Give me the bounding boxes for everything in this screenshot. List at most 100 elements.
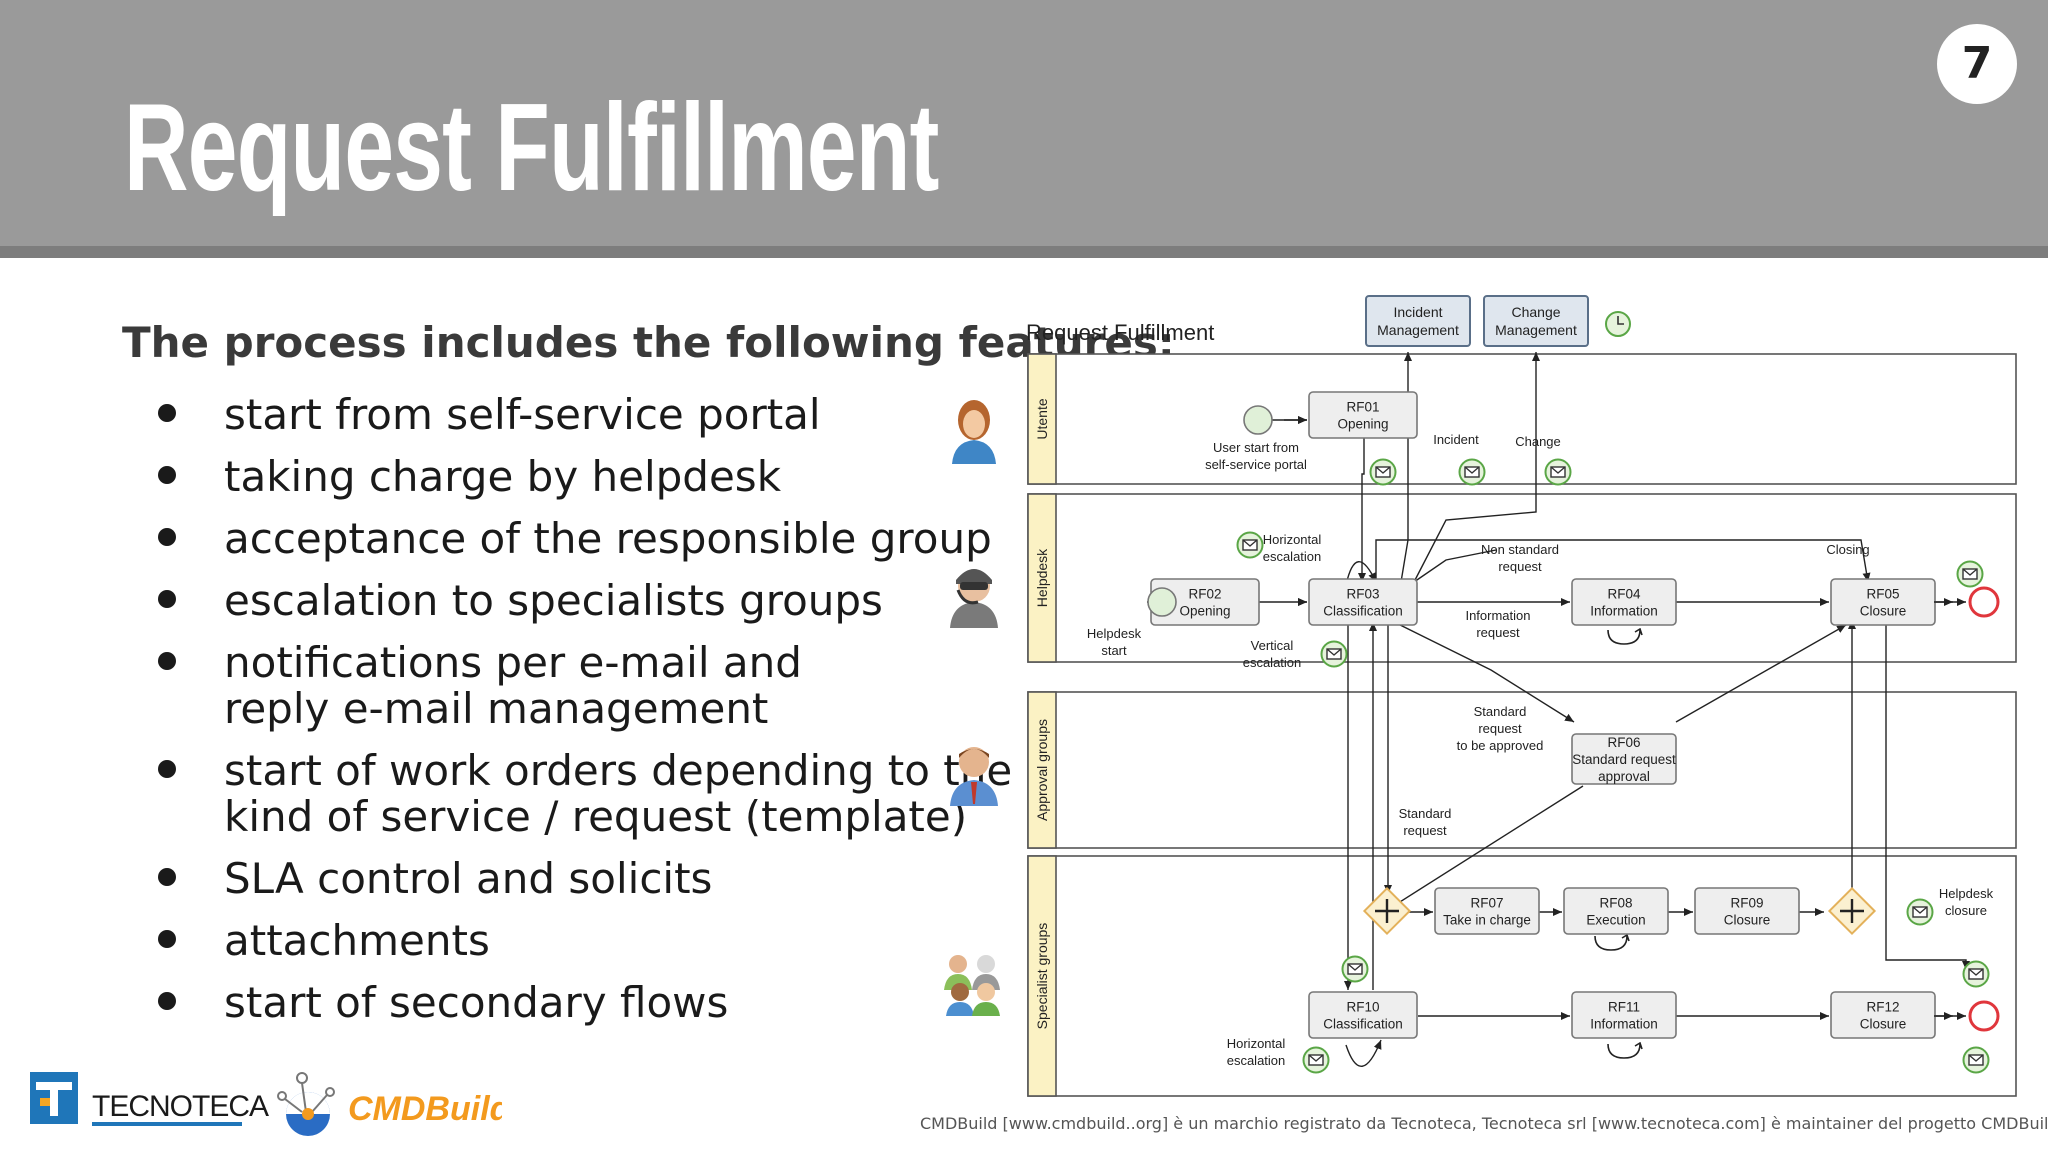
cmdbuild-logo: CMDBuild [277, 1072, 502, 1136]
feature-text: kind of service / request (template) [224, 792, 968, 841]
feature-item: start from self-service portal [150, 392, 1104, 438]
title-bar-rule [0, 246, 2048, 258]
rf05-mail-icon [1956, 560, 1984, 588]
tecnoteca-wordmark: TECNOTECA [92, 1090, 269, 1123]
rf12-in-mail-icon [1962, 960, 1990, 988]
feature-item: taking charge by helpdesk [150, 454, 1104, 500]
rf12-end-event [1968, 1000, 2000, 1032]
rf10-mail-icon [1341, 955, 1369, 983]
rf01-mail-icon [1369, 458, 1397, 486]
label-incident: Incident [1433, 432, 1479, 447]
swimlane-label: Specialist groups [1034, 923, 1050, 1030]
feature-item: acceptance of the responsible group [150, 516, 1104, 562]
title-bar [0, 0, 2048, 246]
bullet-icon [158, 590, 176, 608]
swimlane-header [1027, 691, 1057, 849]
feature-text: attachments [224, 916, 490, 965]
helpdesk-start-event [1147, 587, 1177, 617]
feature-text: escalation to specialists groups [224, 576, 883, 625]
label-closing: Closing [1826, 542, 1869, 557]
gateways [1362, 886, 1877, 936]
helpdesk-closure-mail-icon [1906, 898, 1934, 926]
bullet-icon [158, 992, 176, 1010]
label-change: Change [1515, 434, 1561, 449]
change-mail-icon [1544, 458, 1572, 486]
bullet-icon [158, 466, 176, 484]
swimlane-header [1027, 353, 1057, 485]
feature-text: taking charge by helpdesk [224, 452, 782, 501]
feature-item: start of secondary flows [150, 980, 1104, 1026]
rf12-out-mail-icon [1962, 1046, 1990, 1074]
feature-list: start from self-service portal taking cha… [150, 392, 1104, 1042]
swimlane-label: Utente [1034, 398, 1050, 439]
swimlane: Utente [1027, 353, 2017, 485]
vertical-escalation-mail-icon [1320, 640, 1348, 668]
horizontal-escalation-mail-icon [1236, 531, 1264, 559]
diagram-title: Request Fulfillment [1026, 320, 1214, 345]
feature-text: notifications per e-mail and [224, 638, 802, 687]
feature-text: start from self-service portal [224, 390, 821, 439]
lead-text: The process includes the following featu… [122, 318, 1175, 367]
feature-item: SLA control and solicits [150, 856, 1104, 902]
user-avatar-icon [952, 400, 996, 464]
bullet-icon [158, 652, 176, 670]
specialists-avatar-icon [944, 955, 1000, 1016]
feature-item: escalation to specialists groups [150, 578, 1104, 624]
helpdesk-avatar-icon [950, 569, 998, 628]
bullet-icon [158, 404, 176, 422]
approver-avatar-icon [950, 747, 998, 806]
rf05-end-event [1968, 586, 2000, 618]
feature-text: start of secondary flows [224, 978, 729, 1027]
footer-note: CMDBuild [www.cmdbuild..org] è un marchi… [920, 1114, 2048, 1133]
swimlane-label: Approval groups [1034, 719, 1050, 821]
feature-text: SLA control and solicits [224, 854, 713, 903]
page-number-badge: 7 [1937, 24, 2017, 104]
events [1147, 405, 2000, 1032]
incident-mail-icon [1458, 458, 1486, 486]
swimlane-label: Helpdesk [1034, 548, 1050, 607]
swimlane-header [1027, 855, 1057, 1097]
feature-text: reply e-mail management [224, 684, 769, 733]
feature-item: attachments [150, 918, 1104, 964]
process-diagram: Request Fulfillment UtenteHelpdeskApprov… [1026, 295, 2017, 1097]
